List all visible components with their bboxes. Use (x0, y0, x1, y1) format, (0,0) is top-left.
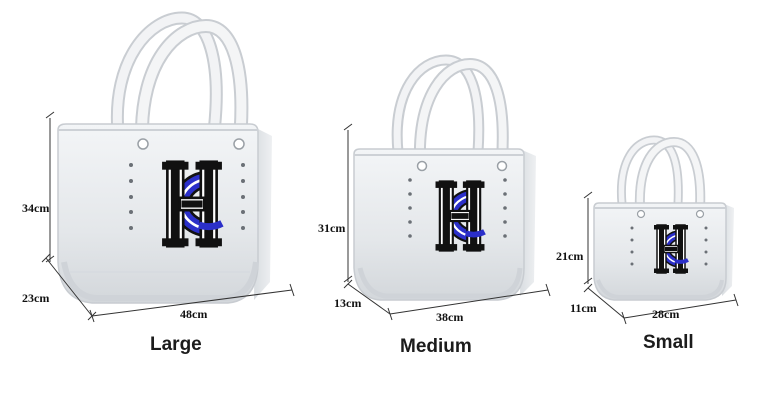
medium-width-label: 38cm (436, 310, 463, 324)
large-bag (57, 11, 272, 304)
large-size-label: Large (150, 334, 202, 355)
medium-depth-label: 13cm (334, 296, 361, 310)
large-bag-body (57, 123, 259, 304)
small-size-label: Small (643, 332, 694, 353)
small-height-label: 21cm (556, 249, 583, 263)
large-height-label: 34cm (22, 201, 49, 215)
dimension-lines (41, 111, 739, 325)
small-width-label: 28cm (652, 307, 679, 321)
large-width-label: 48cm (180, 307, 207, 321)
small-bag (593, 135, 734, 301)
small-depth-label: 11cm (570, 301, 597, 315)
large-depth-label: 23cm (22, 291, 49, 305)
medium-height-label: 31cm (318, 221, 345, 235)
medium-size-label: Medium (400, 336, 472, 357)
medium-bag (353, 54, 536, 301)
